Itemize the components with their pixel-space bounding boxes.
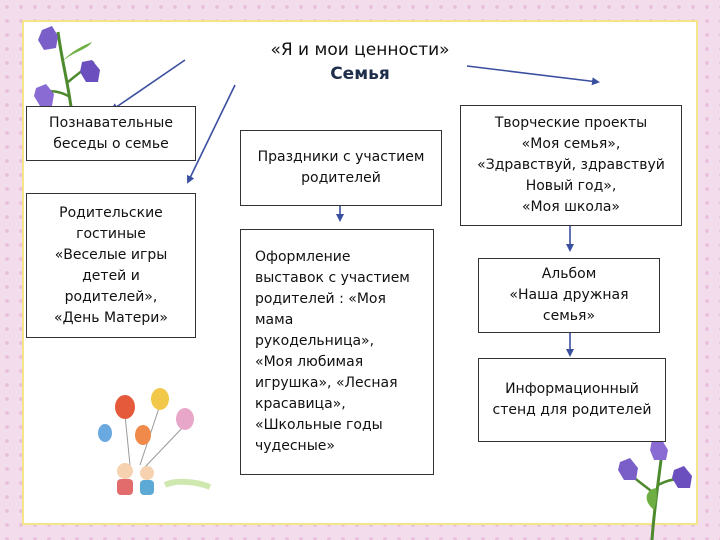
title-line-2: Семья bbox=[330, 64, 390, 84]
balloons-kids-icon bbox=[98, 388, 212, 495]
box-holidays: Праздники с участием родителей bbox=[240, 130, 442, 206]
diagram-title: «Я и мои ценности» Семья bbox=[190, 38, 530, 86]
box-projects: Творческие проекты «Моя семья», «Здравст… bbox=[460, 105, 682, 226]
box-lounges: Родительские гостиные «Веселые игры дете… bbox=[26, 193, 196, 338]
title-line-1: «Я и мои ценности» bbox=[270, 40, 450, 60]
box-exhibitions: Оформление выставок с участием родителей… bbox=[240, 229, 434, 475]
bellflower-icon bbox=[34, 26, 100, 115]
box-album: Альбом «Наша дружная семья» bbox=[478, 258, 660, 333]
bellflower-icon bbox=[618, 440, 692, 540]
box-talks: Познавательные беседы о семье bbox=[26, 106, 196, 161]
box-stand: Информационный стенд для родителей bbox=[478, 358, 666, 442]
